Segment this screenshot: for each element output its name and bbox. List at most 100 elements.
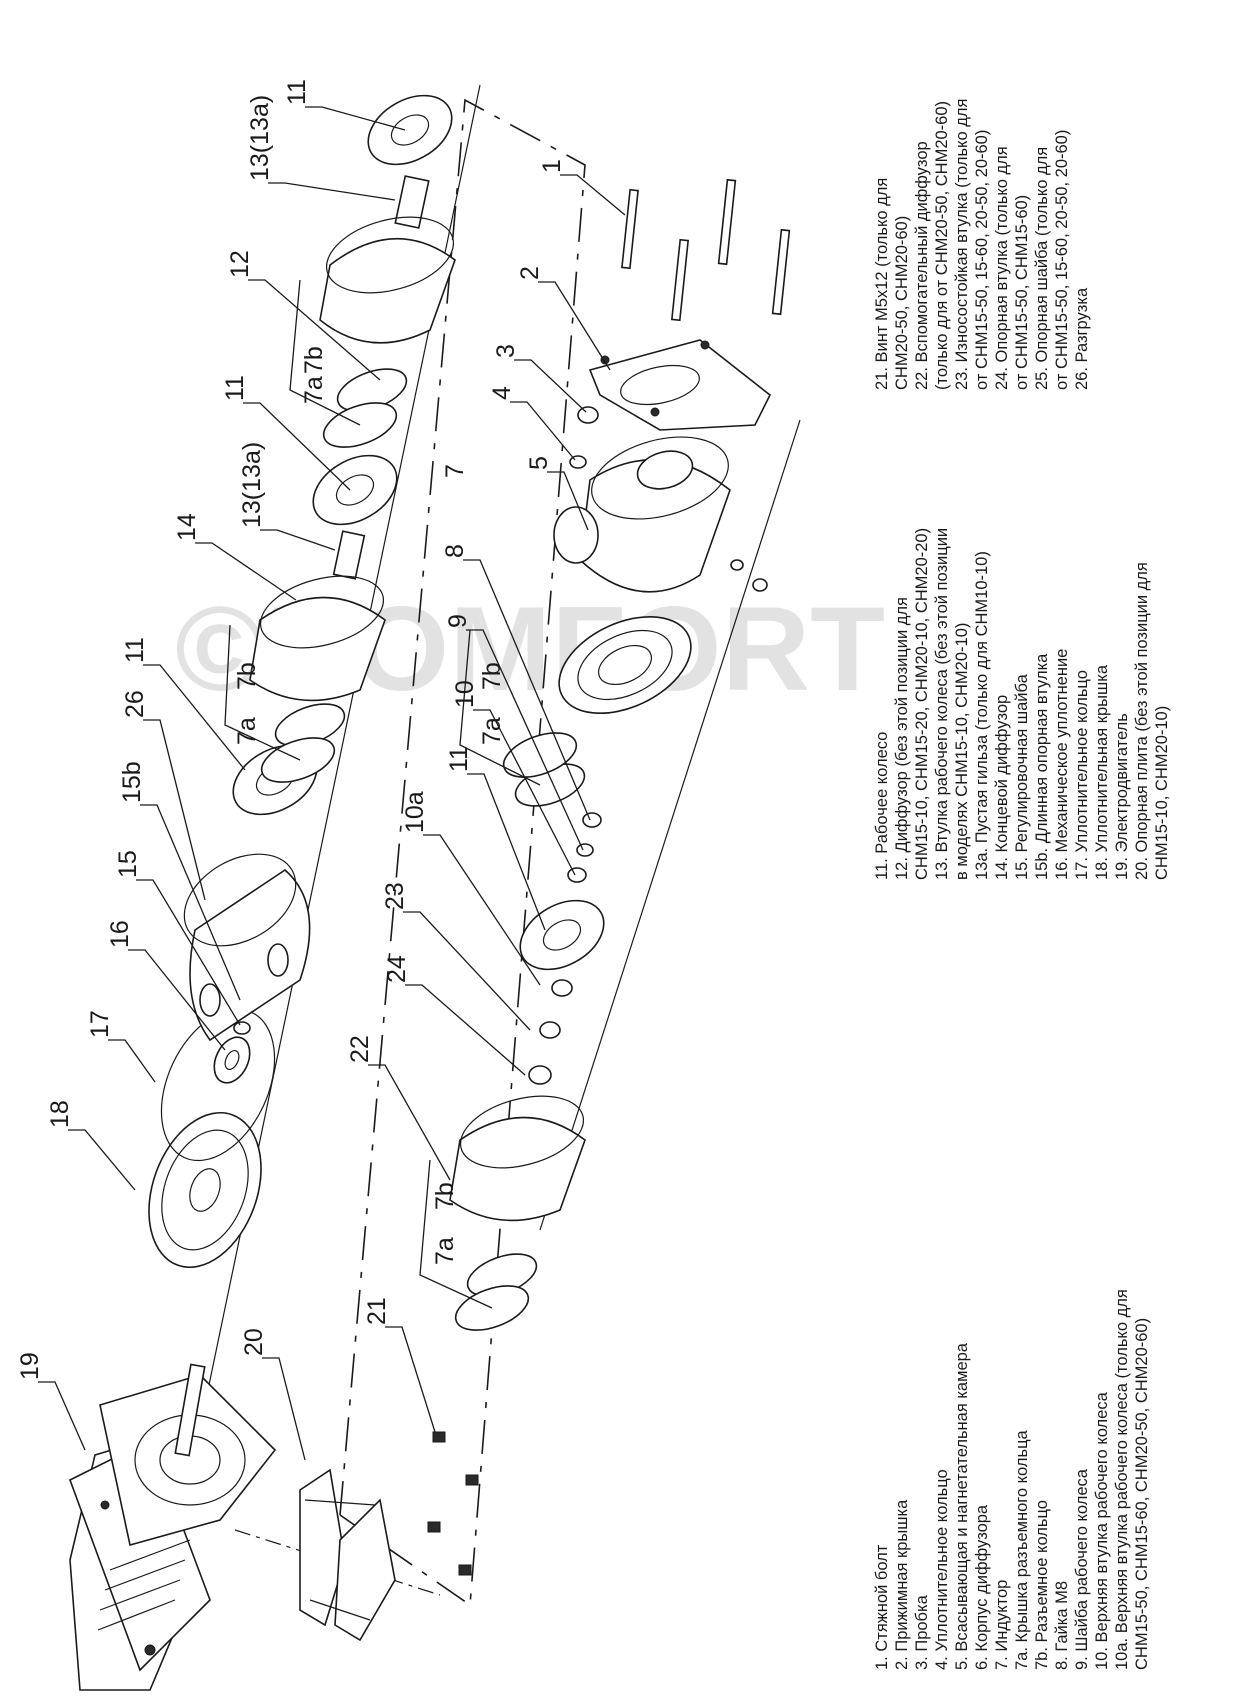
callout-12: 12	[226, 250, 254, 278]
callout-labels: 19 20 21 18 17 16 15 15b 26 11 14 11 12 …	[16, 79, 566, 1380]
legend-line: от CHM15-50, CHM15-60)	[1013, 194, 1031, 390]
callout-11-d: 11	[445, 746, 473, 772]
callout-19: 19	[16, 1352, 44, 1380]
plug	[577, 406, 599, 424]
impeller-sleeve	[394, 175, 430, 229]
legend-line: 22. Вспомогательный диффузор	[913, 141, 931, 390]
callout-10a: 10a	[401, 791, 429, 833]
callout-7a-2: 7a	[233, 717, 261, 745]
legend-line: 26. Разгрузка	[1073, 287, 1091, 390]
center-axes	[184, 84, 801, 1596]
callout-8: 8	[441, 544, 469, 558]
callout-7a-4: 7a	[431, 1237, 459, 1265]
legend-line: 8. Гайка М8	[1053, 1580, 1071, 1670]
motor	[69, 1363, 277, 1691]
legend-line: 12. Диффузор (без этой позиции для	[893, 597, 911, 880]
leader-lines	[38, 106, 626, 1461]
callout-26: 26	[121, 690, 149, 718]
callout-11-c: 11	[283, 79, 311, 105]
callout-11-a: 11	[121, 637, 149, 663]
legend-line: 16. Механическое уплотнение	[1053, 648, 1071, 880]
legend-line: 11. Рабочее колесо	[873, 731, 891, 880]
legend-line: 14. Концевой диффузор	[993, 694, 1011, 880]
callout-15b: 15b	[118, 761, 146, 803]
callout-21: 21	[363, 1297, 391, 1325]
callout-9: 9	[444, 614, 472, 628]
callout-7: 7	[441, 464, 469, 478]
callout-20: 20	[240, 1328, 268, 1356]
legend-line: 13. Втулка рабочего колеса (без этой поз…	[933, 527, 951, 880]
legend-line: 21. Винт М5х12 (только для	[873, 177, 891, 390]
seal-cover	[148, 1111, 262, 1269]
callout-7b-1: 7b	[300, 346, 328, 374]
top-cover	[588, 339, 772, 431]
split-rings-upper	[260, 368, 408, 783]
legend-line: от CHM15-50, 15-60, 20-50, 20-60)	[1053, 129, 1071, 390]
callout-17: 17	[86, 1010, 114, 1038]
legend-line: 24. Опорная втулка (только для	[993, 146, 1011, 390]
legend-line: 7а. Крышка разъемного кольца	[1013, 1430, 1031, 1670]
legend-line: CHM20-50, CHM20-60)	[893, 215, 911, 390]
callout-10: 10	[451, 680, 479, 708]
base-plate	[299, 1468, 396, 1642]
legend-line: 10а. Верхняя втулка рабочего колеса (тол…	[1113, 1289, 1131, 1670]
legend-line: 6. Корпус диффузора	[973, 1504, 991, 1670]
legend-line: 23. Износостойкая втулка (только для	[953, 98, 971, 390]
legend-line: (только для от CHM20-50, CHM20-60)	[933, 100, 951, 390]
callout-24: 24	[383, 955, 411, 983]
callout-13-a: 13(13a)	[246, 95, 274, 181]
callout-4: 4	[488, 386, 516, 400]
assembly-boundary	[339, 98, 586, 1607]
legend-line: CHM15-50, CHM15-60, CHM20-50, CHM20-60)	[1133, 1317, 1151, 1670]
legend-line: 17. Уплотнительное кольцо	[1073, 670, 1091, 880]
callout-7a-3: 7a	[478, 717, 506, 745]
relief-housing	[183, 853, 311, 1042]
legend-line: 5. Всасывающая и нагнетательная камера	[953, 1343, 971, 1670]
diffuser-bowls-upper	[249, 216, 456, 702]
callout-16: 16	[106, 920, 134, 948]
callout-7b-3: 7b	[478, 662, 506, 690]
legend-line: 3. Пробка	[913, 1595, 931, 1670]
tie-bolts	[621, 178, 791, 322]
callout-11-b: 11	[221, 375, 249, 401]
legend-line: 7. Индуктор	[993, 1579, 1011, 1670]
legend-line: 15. Регулировочная шайба	[1013, 674, 1031, 880]
callout-7a-1: 7a	[300, 376, 328, 404]
callout-7b-2: 7b	[233, 662, 261, 690]
legend-line: 7b. Разъемное кольцо	[1033, 1500, 1051, 1670]
impeller-sleeve	[332, 530, 366, 580]
callout-1: 1	[538, 159, 566, 173]
callout-7b-4: 7b	[431, 1182, 459, 1210]
callout-3: 3	[492, 344, 520, 358]
legend-line: 15b. Длинная опорная втулка	[1033, 653, 1051, 880]
callout-5: 5	[525, 456, 553, 470]
legend-line: 10. Верхняя втулка рабочего колеса	[1093, 1392, 1111, 1670]
legend-line: CHM15-10, CHM15-20, CHM20-10, CHM20-20)	[913, 527, 931, 880]
mechanical-seal	[213, 1036, 251, 1084]
legend-line: 25. Опорная шайба (только для	[1033, 146, 1051, 390]
legend-line: 4. Уплотнительное кольцо	[933, 1469, 951, 1670]
legend-line: 13a. Пустая гильза (только для CHM10-10)	[973, 551, 991, 880]
callout-14: 14	[173, 513, 201, 541]
adjusting-washer	[233, 1021, 251, 1035]
legend-line: CHM15-10, CHM20-10)	[1153, 705, 1171, 880]
impeller-stack-upper	[232, 94, 453, 816]
legend-line: в моделях CHM15-10, CHM20-10)	[953, 622, 971, 880]
legend-line: от CHM15-50, 15-60, 20-50, 20-60)	[973, 129, 991, 390]
legend-line: 1. Стяжной болт	[873, 1544, 891, 1670]
callout-2: 2	[516, 266, 544, 280]
callout-22: 22	[346, 1035, 374, 1063]
callout-23: 23	[381, 882, 409, 910]
callout-15: 15	[114, 850, 142, 878]
screws	[427, 1431, 479, 1576]
legend-line: 20. Опорная плита (без этой позиции для	[1133, 562, 1151, 880]
legend-line: 9. Шайба рабочего колеса	[1073, 1469, 1091, 1670]
suction-discharge-chamber	[553, 436, 768, 593]
legend-line: 2. Прижимная крышка	[893, 1499, 911, 1670]
callout-18: 18	[46, 1100, 74, 1128]
legend-line: 18. Уплотнительная крышка	[1093, 665, 1111, 880]
